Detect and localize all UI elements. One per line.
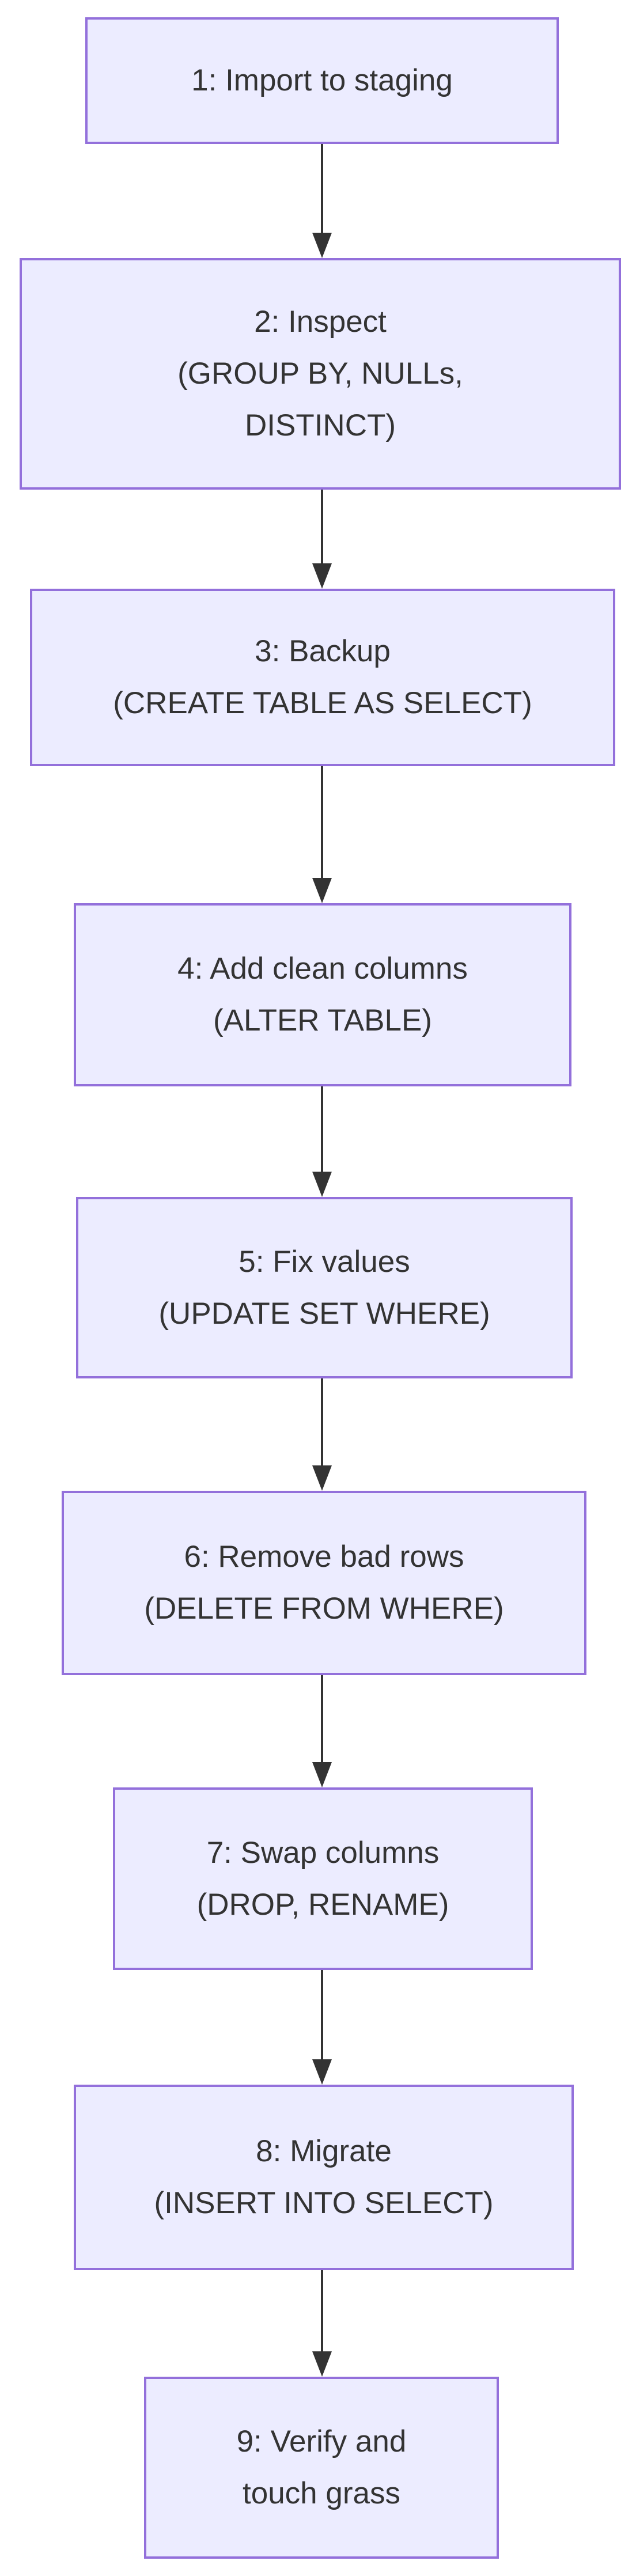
- arrow-line: [321, 1086, 323, 1173]
- arrow-line: [321, 766, 323, 879]
- node-label-line: (ALTER TABLE): [213, 1003, 432, 1037]
- flow-arrow-2-3: [312, 490, 332, 589]
- flow-arrow-5-6: [312, 1378, 332, 1491]
- node-label-line: 2: Inspect: [254, 305, 387, 339]
- flow-node-8: 8: Migrate (INSERT INTO SELECT): [74, 2085, 574, 2270]
- flow-node-7: 7: Swap columns (DROP, RENAME): [113, 1787, 533, 1970]
- flow-node-9: 9: Verify and touch grass: [144, 2377, 499, 2559]
- node-label-line: (DROP, RENAME): [196, 1887, 449, 1922]
- arrowhead-icon: [312, 2351, 332, 2377]
- arrowhead-icon: [312, 1465, 332, 1491]
- flow-arrow-7-8: [312, 1970, 332, 2085]
- arrow-line: [321, 1970, 323, 2060]
- flow-arrow-1-2: [312, 144, 332, 258]
- arrow-line: [321, 490, 323, 565]
- node-label-line: (CREATE TABLE AS SELECT): [113, 686, 532, 720]
- arrow-line: [321, 2270, 323, 2353]
- flow-arrow-3-4: [312, 766, 332, 903]
- node-label-line: (GROUP BY, NULLs,: [177, 357, 463, 391]
- arrow-line: [321, 1378, 323, 1467]
- node-label-line: 8: Migrate: [256, 2134, 392, 2168]
- flow-node-4: 4: Add clean columns (ALTER TABLE): [74, 903, 571, 1086]
- flow-node-1: 1: Import to staging: [85, 17, 559, 144]
- node-label-line: 7: Swap columns: [206, 1835, 440, 1870]
- arrow-line: [321, 144, 323, 234]
- arrowhead-icon: [312, 2059, 332, 2085]
- node-label-line: (INSERT INTO SELECT): [154, 2186, 494, 2220]
- node-label-line: (UPDATE SET WHERE): [158, 1296, 490, 1331]
- flow-node-6: 6: Remove bad rows (DELETE FROM WHERE): [62, 1491, 586, 1675]
- flow-node-3: 3: Backup (CREATE TABLE AS SELECT): [30, 589, 615, 766]
- arrowhead-icon: [312, 233, 332, 258]
- arrowhead-icon: [312, 563, 332, 589]
- node-label-line: 3: Backup: [255, 634, 391, 668]
- arrowhead-icon: [312, 1172, 332, 1197]
- node-label-line: 6: Remove bad rows: [184, 1540, 464, 1574]
- node-label-line: DISTINCT): [244, 408, 396, 442]
- flow-node-2: 2: Inspect (GROUP BY, NULLs, DISTINCT): [20, 258, 621, 490]
- node-label-line: (DELETE FROM WHERE): [144, 1592, 504, 1626]
- node-label-line: 1: Import to staging: [191, 63, 453, 97]
- flow-node-5: 5: Fix values (UPDATE SET WHERE): [76, 1197, 573, 1378]
- arrow-line: [321, 1675, 323, 1763]
- arrowhead-icon: [312, 878, 332, 903]
- arrowhead-icon: [312, 1762, 332, 1787]
- node-label-line: 4: Add clean columns: [177, 952, 468, 986]
- flow-arrow-6-7: [312, 1675, 332, 1787]
- node-label-line: 9: Verify and: [236, 2425, 407, 2458]
- node-label-line: 5: Fix values: [238, 1244, 410, 1279]
- flow-arrow-8-9: [312, 2270, 332, 2377]
- flow-arrow-4-5: [312, 1086, 332, 1197]
- node-label-line: touch grass: [243, 2476, 400, 2510]
